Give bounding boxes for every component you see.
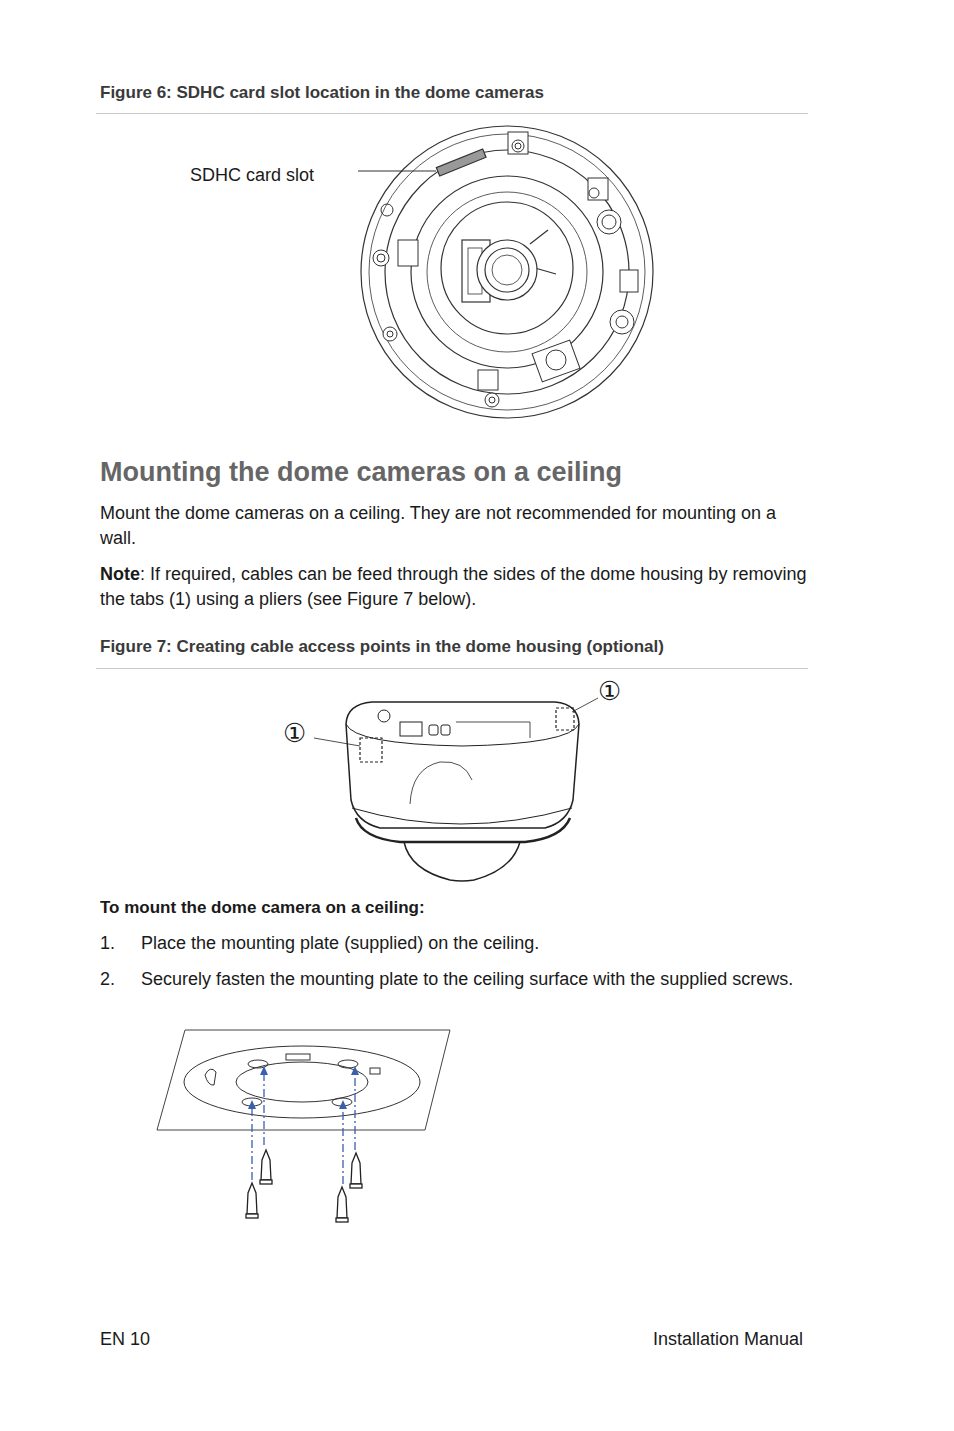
figure-title-box: Figure 6: SDHC card slot location in the…: [100, 80, 820, 105]
page-number: EN 10: [100, 1329, 150, 1349]
footer-title: Installation Manual: [653, 1329, 803, 1349]
section-heading-text: Mounting the dome cameras on a ceiling: [100, 457, 622, 487]
figure-title-box: Figure 7: Creating cable access points i…: [100, 634, 820, 659]
step-text: Securely fasten the mounting plate to th…: [141, 969, 793, 989]
step-number: 1.: [100, 933, 115, 953]
procedure-heading: To mount the dome camera on a ceiling:: [100, 898, 425, 917]
body-paragraph-box: Mount the dome cameras on a ceiling. The…: [100, 501, 812, 551]
note-label-box: Note: If required, cables can be feed th…: [100, 562, 812, 612]
section-heading: Mounting the dome cameras on a ceiling: [100, 455, 860, 493]
step-text-box: Securely fasten the mounting plate to th…: [141, 967, 803, 992]
page-number-box: EN 10: [100, 1327, 220, 1352]
callout-number: ①: [598, 676, 621, 706]
callout-number: ①: [283, 718, 306, 748]
mounting-plate-drawing: [157, 1030, 450, 1130]
note-label: Note: [100, 564, 140, 584]
callout-number-box: ①: [283, 718, 313, 752]
figure-rules: [96, 114, 808, 669]
screws: [246, 1150, 362, 1222]
step-number: 2.: [100, 969, 115, 989]
note-text: : If required, cables can be feed throug…: [100, 564, 806, 609]
figure-title: Figure 6: SDHC card slot location in the…: [100, 83, 544, 102]
dome-housing-side-view: [314, 698, 598, 881]
procedure-heading-box: To mount the dome camera on a ceiling:: [100, 895, 700, 920]
figure-title: Figure 7: Creating cable access points i…: [100, 637, 664, 656]
screw-arrowheads: [248, 1066, 359, 1109]
step-text-box: Place the mounting plate (supplied) on t…: [141, 931, 811, 956]
screw-arrows: [252, 1072, 355, 1184]
step-number-box: 1.: [100, 931, 130, 956]
part-label: SDHC card slot: [190, 165, 314, 185]
step-number-box: 2.: [100, 967, 130, 992]
callout-number-box: ①: [598, 676, 628, 710]
footer-title-box: Installation Manual: [653, 1327, 803, 1352]
body-paragraph: Mount the dome cameras on a ceiling. The…: [100, 503, 776, 548]
step-text: Place the mounting plate (supplied) on t…: [141, 933, 539, 953]
part-label-box: SDHC card slot: [190, 163, 350, 188]
dome-camera-top-view: [358, 126, 653, 418]
